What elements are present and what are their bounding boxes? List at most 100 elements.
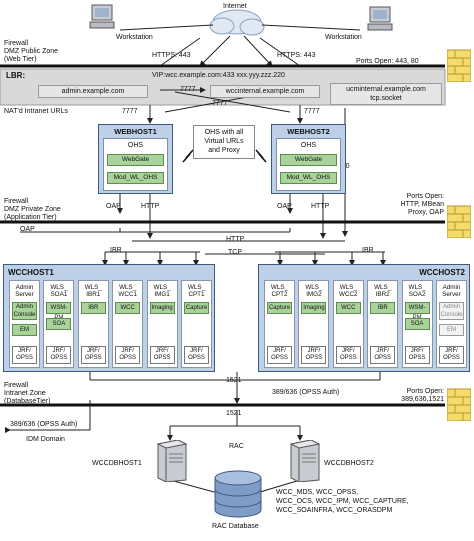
firewall-web-icon [446,48,472,83]
server-name-line2: CPT1 [188,291,205,298]
port-1521-a: 1521 [226,377,242,384]
zone-app-firewall: Firewall [4,198,29,205]
firewall-app-icon [446,204,472,239]
jrf-line2: OPSS [443,355,460,361]
server-name-line1: WLS_ [339,284,357,291]
schema-line1: WCC_MDS, WCC_OPSS, [276,489,359,496]
jrf-line2: OPSS [84,355,102,361]
port-7777-c: 7777 [304,108,320,115]
lbr-label: LBR: [6,71,26,80]
jrf-line2: OPSS [305,355,323,361]
rac-label: RAC [229,443,244,450]
server-name: WLS_IMG2 [299,284,328,298]
server-name-line2: CPT2 [271,291,288,298]
internet-label: Internet [223,3,247,10]
schema-line2: WCC_OCS, WCC_IPM, WCC_CAPTURE, [276,498,409,505]
webhost1-http: HTTP [141,203,160,210]
lbr-ucm-line1: ucminternal.example.com [346,86,426,93]
jrf-line2: OPSS [16,355,33,361]
server-name-line1: WLS_ [305,284,323,291]
port-7777-a: 7777 [180,86,196,93]
port-7777-d: 7777 [212,100,228,107]
jrf-opss: JRF/OPSS [267,346,292,364]
webhost1-webgate: WebGate [107,154,164,166]
schema-line3: WCC_SOAINFRA, WCC_ORASDPM [276,507,393,514]
zone-db-ports1: Ports Open: [406,388,444,395]
jrf-opss: JRF/OPSS [301,346,327,364]
jrf-line2: OPSS [119,355,137,361]
component-soa: SOA [404,318,430,330]
component-capture: Capture [184,302,209,314]
webhost1-ohs-label: OHS [127,142,144,149]
jrf-opss: JRF/OPSS [439,346,464,364]
webhost2-title: WEBHOST2 [287,127,330,136]
server-name-line2: IMG1 [154,291,170,298]
workstation-left-label: Workstation [116,34,153,41]
idm-line1: 389/636 (OPSS Auth) [10,421,78,428]
lbr-wccinternal-url: wccinternal.example.com [210,85,320,98]
zone-app-ports3: Proxy, OAP [407,209,444,216]
http-mid-label: HTTP [226,236,245,243]
jrf-opss: JRF/OPSS [46,346,72,364]
webhost2-mod-wl-ohs: Mod_WL_OHS [280,172,337,184]
server-name-line2: IBR2 [375,291,390,298]
jrf-line1: JRF/ [86,348,100,354]
webhost2: WEBHOST2 OHS WebGate Mod_WL_OHS [271,124,346,194]
https-right-label: HTTPS: 443 [277,52,316,59]
server-name-line2: WCC2 [339,291,358,298]
jrf-opss: JRF/OPSS [335,346,361,364]
server-name-line1: WLS_ [374,284,392,291]
server-name: WLS_IBR2 [368,284,397,298]
server-name: WLS_IMG1 [148,284,177,298]
workstation-right-label: Workstation [325,34,362,41]
oap-left-label: OAP [20,226,35,233]
jrf-line1: JRF/ [273,348,286,354]
webhost2-ohs: OHS WebGate Mod_WL_OHS [276,138,341,191]
firewall-db-icon [446,387,472,422]
workstation-left-icon [88,4,116,29]
server-name-line2: IBR1 [86,291,101,298]
natd-label: NAT'd Intranet URLs [4,108,68,115]
dbhost1-label: WCCDBHOST1 [92,460,142,467]
ohs-note-line1: OHS with all [204,129,244,136]
jrf-line2: OPSS [408,355,426,361]
rac-database-icon [213,470,263,518]
lbr-vip: VIP:wcc.example.com:433 xxx.yyy.zzz.220 [152,72,285,79]
https-left-label: HTTPS: 443 [152,52,191,59]
component-admin-console: Admin Console [12,302,37,320]
dbhost2-server-icon [285,439,321,483]
server-name: WLS_IBR1 [79,284,108,298]
server-name-line1: WLS_ [187,284,206,291]
zone-db-ports2: 389,636,1521 [401,396,444,403]
wcchost1-title: WCCHOST1 [8,268,54,277]
component-wsm-pm: WSM-PM [46,302,72,321]
ibr-right-label: IBR [362,247,374,254]
server-name-line2: Server [442,291,461,298]
jrf-line1: JRF/ [410,348,424,354]
port-7777-b: 7777 [122,108,138,115]
webhost1-title: WEBHOST1 [114,127,157,136]
jrf-opss: JRF/OPSS [80,346,106,364]
server-name-line1: WLS_ [270,284,289,291]
jrf-line1: JRF/ [190,348,203,354]
webhost2-oap: OAP [277,203,292,210]
zone-db-tier: (DatabaseTier) [4,398,51,405]
jrf-line1: JRF/ [18,348,31,354]
server-name-line1: WLS_ [84,284,102,291]
jrf-opss: JRF/OPSS [184,346,209,364]
server-name-line2: IMG2 [306,291,322,298]
opss-auth-label: 389/636 (OPSS Auth) [272,389,340,396]
jrf-opss: JRF/OPSS [149,346,175,364]
jrf-line1: JRF/ [341,348,355,354]
rac-db-label: RAC Database [212,523,259,530]
ohs-note: OHS with all Virtual URLs and Proxy [193,125,255,159]
server-name-line1: WLS_ [153,284,171,291]
server-name-line1: Admin [442,284,461,291]
